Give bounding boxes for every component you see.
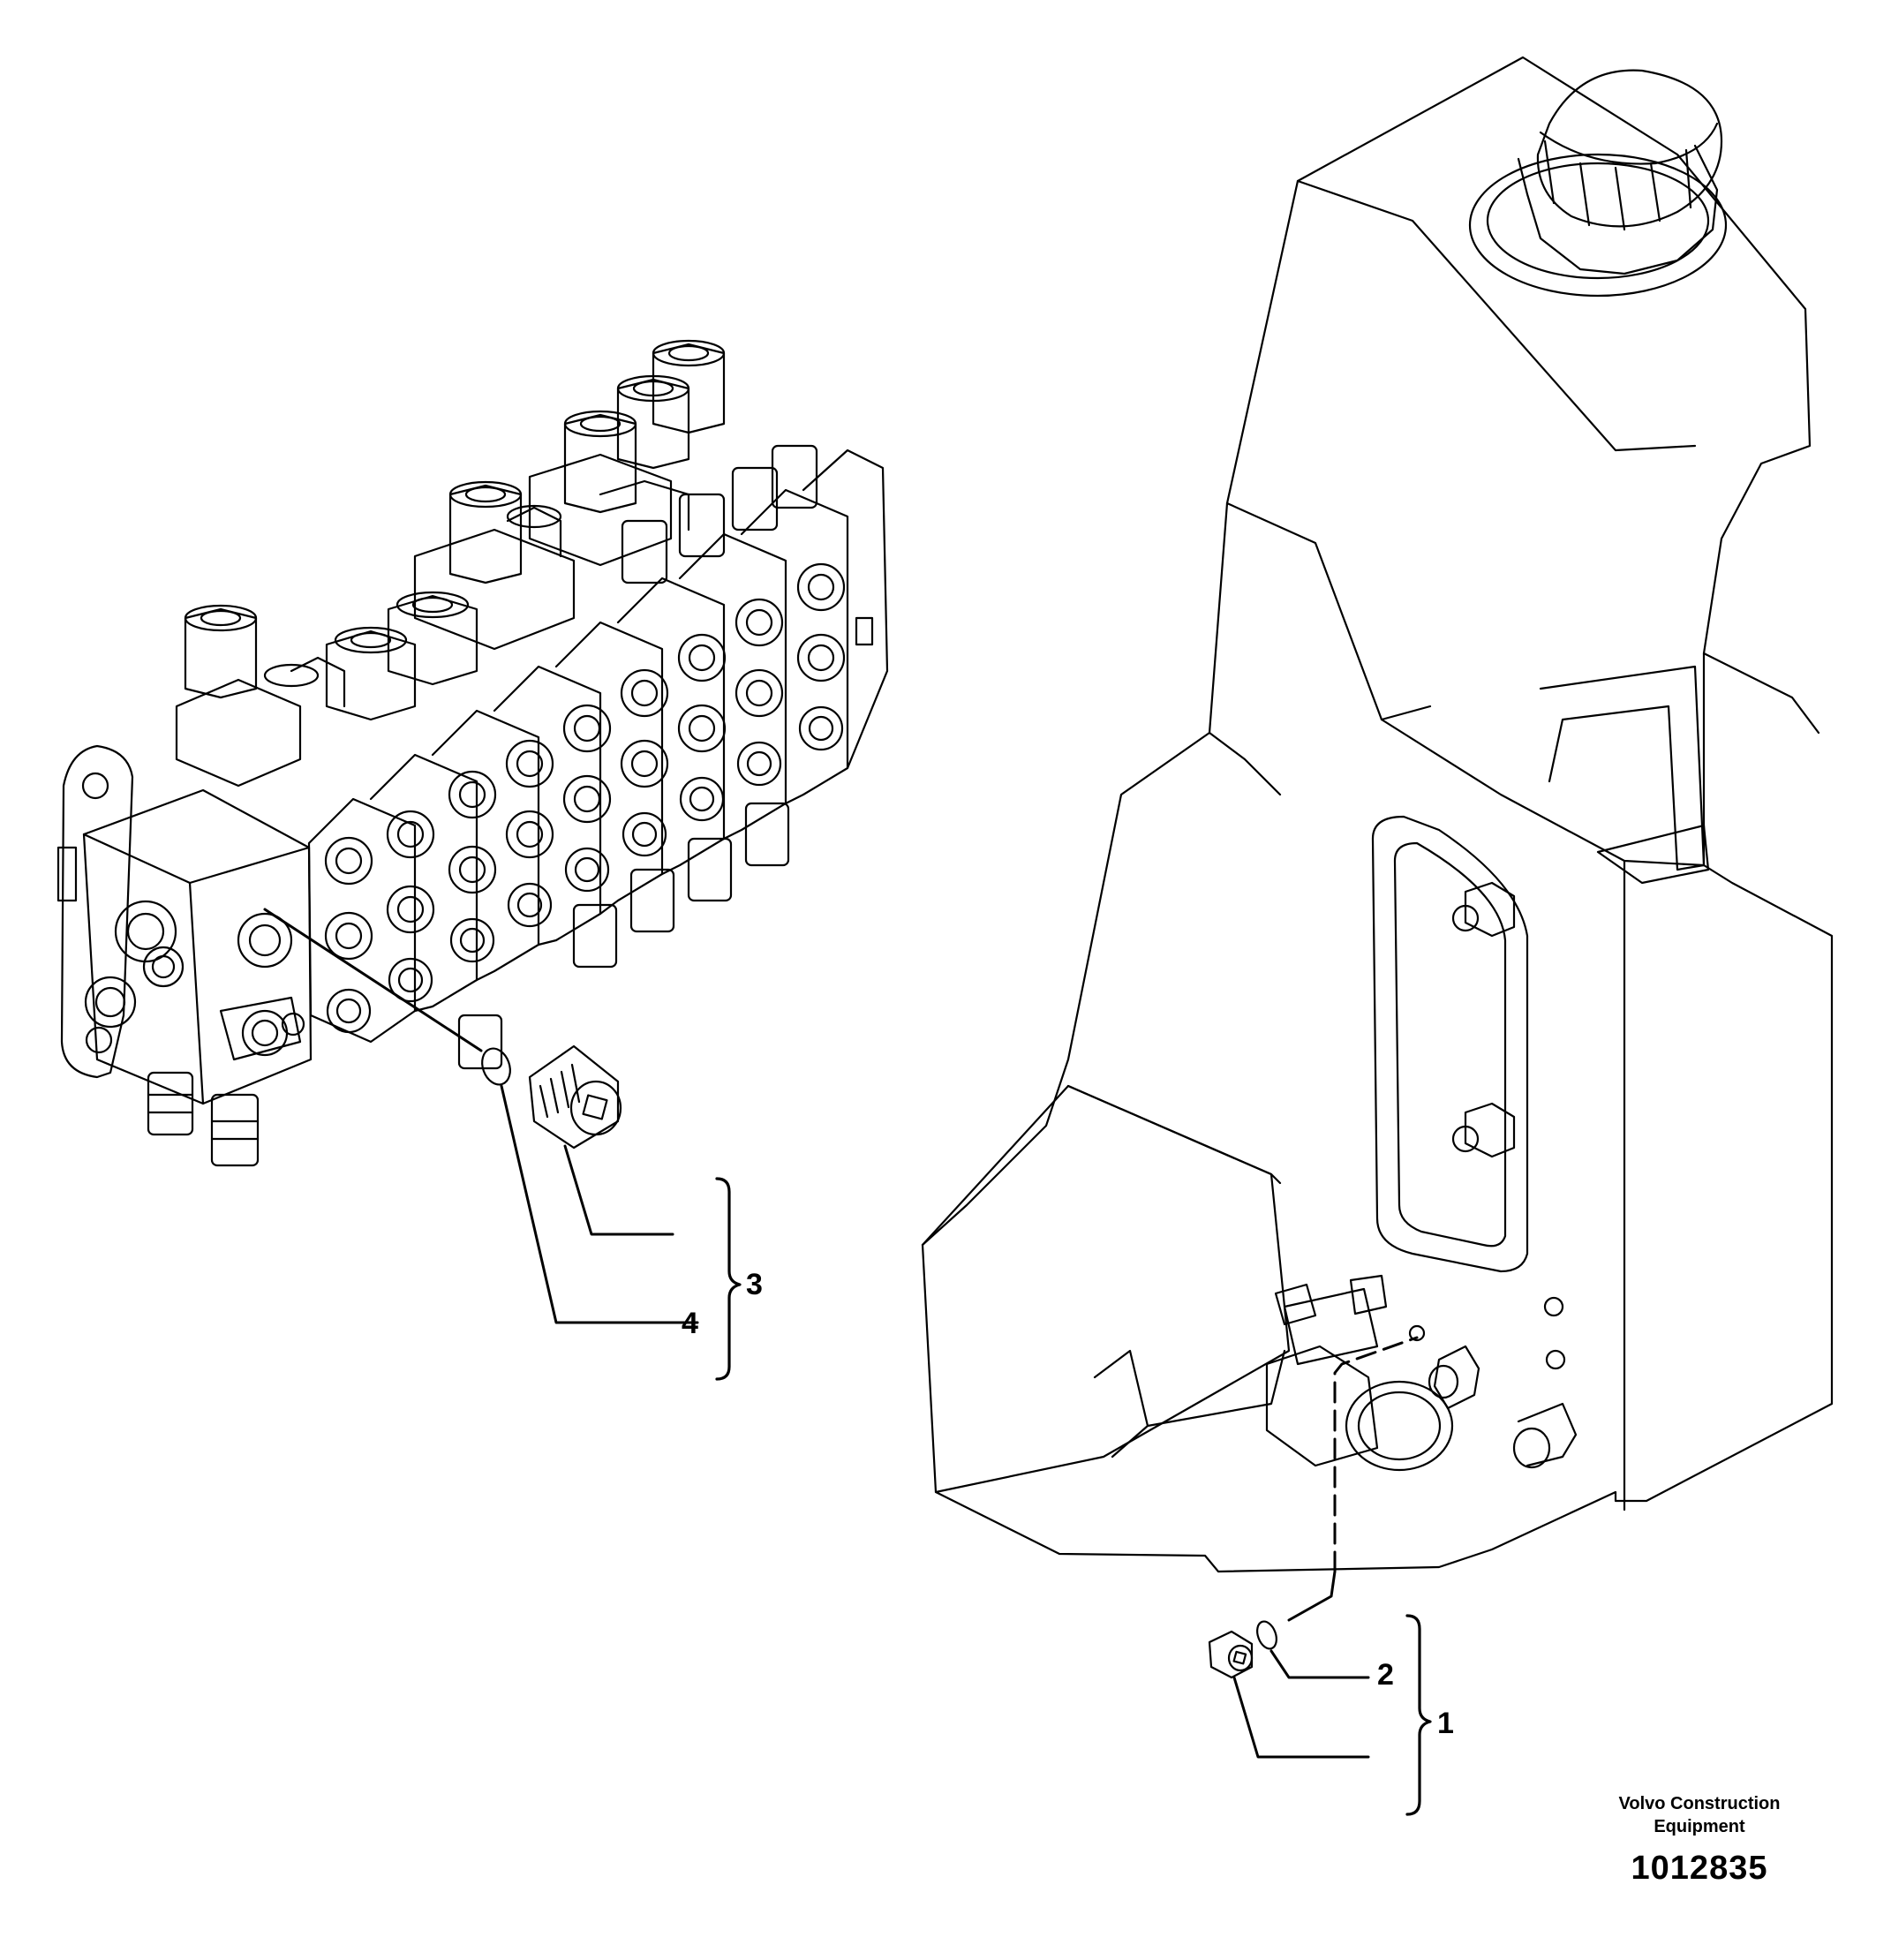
document-number: 1012835 [1631,1850,1768,1887]
manufacturer-line-2: Equipment [1654,1817,1745,1836]
callout-2: 2 [1377,1658,1394,1692]
leader-lines [263,908,1419,1759]
brace-1 [1405,1614,1432,1816]
valve-sections [307,449,889,1044]
spool-caps [175,339,818,788]
brace-3 [715,1177,742,1381]
callout-1: 1 [1437,1707,1454,1740]
callout-3: 3 [746,1268,763,1301]
plug-tank [1208,1630,1254,1679]
callout-4: 4 [682,1307,698,1340]
plug-valve [528,1044,622,1150]
manufacturer-label: Volvo Construction Equipment [1580,1792,1819,1838]
manufacturer-line-1: Volvo Construction [1618,1794,1781,1813]
o-ring-valve [481,1047,511,1086]
filler-cap [1468,69,1728,298]
bracket-braces [715,1177,1432,1816]
hydraulic-tank [921,56,1834,1573]
tank-ports [1265,1274,1578,1472]
o-ring-tank [1256,1620,1277,1650]
control-valve-assembly [57,339,889,1167]
spool-ends [457,802,790,1070]
